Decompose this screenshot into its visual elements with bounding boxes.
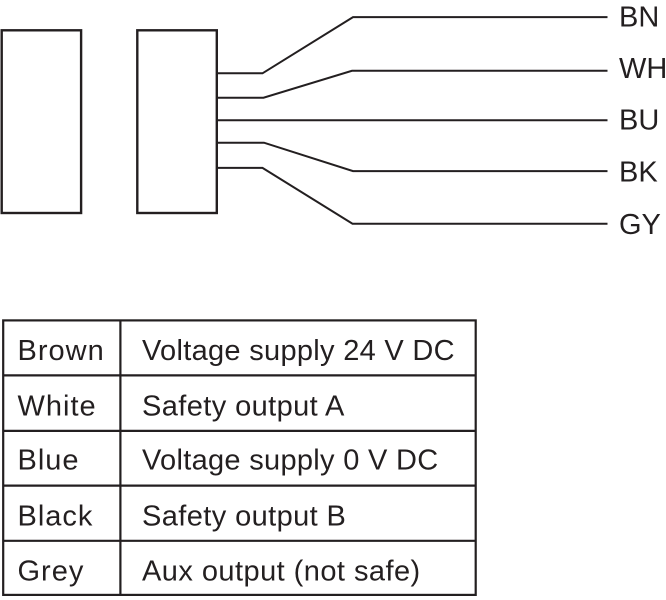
svg-text:Aux output (not safe): Aux output (not safe) bbox=[142, 555, 421, 587]
svg-text:White: White bbox=[18, 390, 97, 422]
svg-text:Voltage supply 24 V DC: Voltage supply 24 V DC bbox=[142, 335, 455, 367]
svg-text:BK: BK bbox=[619, 157, 658, 189]
svg-text:WH: WH bbox=[619, 53, 666, 85]
svg-text:Safety output B: Safety output B bbox=[142, 500, 346, 532]
svg-text:BU: BU bbox=[619, 105, 659, 137]
svg-text:Voltage supply 0 V DC: Voltage supply 0 V DC bbox=[142, 445, 438, 477]
svg-text:Grey: Grey bbox=[18, 555, 85, 587]
svg-text:Black: Black bbox=[18, 500, 94, 532]
svg-text:Blue: Blue bbox=[18, 445, 80, 477]
svg-text:Brown: Brown bbox=[18, 335, 105, 367]
svg-text:Safety output A: Safety output A bbox=[142, 390, 345, 422]
svg-text:GY: GY bbox=[619, 209, 661, 241]
svg-text:BN: BN bbox=[619, 1, 659, 33]
